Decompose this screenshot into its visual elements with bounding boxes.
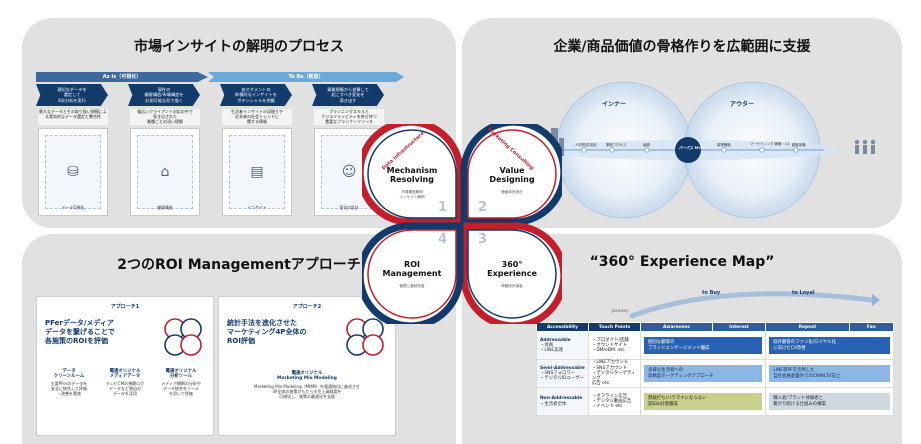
step-number-4: 4 <box>438 232 448 247</box>
col-awareness: Awareness <box>640 322 713 332</box>
process-card-label: データ可視化 <box>61 205 85 211</box>
leaf-2 <box>460 118 568 226</box>
quadrant-title: 市場インサイトの解明のプロセス <box>134 39 344 55</box>
store-icon: ⌂ <box>160 164 170 180</box>
process-step-2: 現在の 顧客構造/市場構造を 計測可能な形で描く <box>128 84 200 106</box>
process-step-1: 適切なデータを 選定して 8次分析を実行 <box>36 84 108 106</box>
clover-shape <box>356 118 568 330</box>
leaf-4 <box>356 222 464 330</box>
journey-label: Journey <box>611 308 629 314</box>
process-step-4: 事業規模から逆算して 起こすべき変化を 導き出す <box>312 84 384 106</box>
people-icon <box>854 139 876 154</box>
approach-1-col-1: データ クリーンルーム 主要PFerのデータを 安全に統合して評価 ・改善を実施 <box>50 369 88 396</box>
table-row: Addressable・会員 ・LINE友達 ・プロダクト/店舗 ・オウンドサイ… <box>536 331 894 360</box>
purpose-node <box>675 137 701 163</box>
quadrant-title: “360° Experience Map” <box>589 254 775 270</box>
approach-1-panel: アプローチ1 PFerデータ/メディア データを繋げることで 各施策のROIを評… <box>36 296 214 436</box>
process-desc-1: 膨大なデータとその取り扱い規模による実効的なデータ選定と整合性 <box>38 109 108 125</box>
cell-bar: 個別な顧客の ブランドエンゲージメント醸成 <box>644 337 763 354</box>
center-clover: Mechanism Resolving 市場構造解明 インサイト解明 1 Val… <box>356 118 568 330</box>
inner-outer-diagram: インナー アウター 人材育成/採用 業務プロセス 組織 パーパス MVV 事業戦… <box>538 81 876 219</box>
approach-2-detail: 電通オリジナル Marketing Mix Modeling Marketing… <box>254 371 360 399</box>
process-card-1: ⛁ データ可視化 <box>38 128 108 216</box>
cell-bar: 購入者/ブランド体験者と 繋がり続ける仕組みの構築 <box>769 393 890 410</box>
approach-1-headline: PFerデータ/メディア データを繋げることで 各施策のROIを評価 <box>45 319 115 345</box>
cell-bar: 既存顧客のファン化/ロイヤル化 に向けたCX改善 <box>769 337 890 354</box>
table-row: Semi-Addressable・SNSフォロワー ・デジタルIDユーザー ・L… <box>536 359 894 388</box>
process-card-3: ▤ インサイト <box>222 128 292 216</box>
mechanism-resolving-title: Mechanism Resolving <box>386 166 438 184</box>
process-desc-3: 生活者インサイトの深掘りや 近未来の社会トレンドに 関する情報 <box>222 109 292 125</box>
journey-curve <box>629 291 875 319</box>
asis-header: As Is（可視化） <box>36 72 208 82</box>
col-fan: Fan <box>848 322 895 332</box>
outer-node-3: 顧客体験 <box>792 142 806 147</box>
quadrant-title: 企業/商品価値の骨格作りを広範囲に支援 <box>553 39 811 55</box>
col-interest: Interest <box>711 322 767 332</box>
quadrant-title: 2つのROI Managementアプローチ <box>117 257 361 273</box>
mechanism-resolving-sub: 市場構造解明 インサイト解明 <box>399 190 425 199</box>
quadrant-value-framework: 企業/商品価値の骨格作りを広範囲に支援 インナー ア <box>462 18 902 228</box>
mini-clover-icon <box>164 318 202 356</box>
roi-management-sub: 管理と継続改善 <box>399 284 425 288</box>
journey-arrow-icon <box>872 294 880 306</box>
cell-bar: LINE等PFを活用した 自社会員基盤外でのCRM/LTV向上 <box>769 365 890 382</box>
step-number-3: 3 <box>478 232 488 247</box>
leaf-1 <box>356 118 464 226</box>
process-card-2: ⌂ 顧客構造 <box>130 128 200 216</box>
process-card-label: 変化の設計 <box>339 205 359 211</box>
outer-label: アウター <box>730 100 754 108</box>
col-touch-points: Touch Points <box>588 322 641 332</box>
table-row: Non-Addressable・生活者全体 ・オフライン広告 ・デジタル動画広告… <box>536 387 894 416</box>
approach-2-label: アプローチ2 <box>292 304 322 310</box>
mini-clover-icon <box>346 318 384 356</box>
process-card-label: 顧客構造 <box>157 205 173 211</box>
value-designing-sub: 価値体系設計 <box>501 190 523 194</box>
step-number-1: 1 <box>438 200 448 215</box>
inner-label: インナー <box>602 101 626 108</box>
outer-node-1: 事業戦略 <box>717 142 731 147</box>
database-icon: ⛁ <box>67 164 79 180</box>
people-icon: ☺ <box>341 164 357 180</box>
to-loyal-label: to Loyal <box>792 290 815 296</box>
value-designing-title: Value Designing <box>489 166 535 184</box>
process-step-3: 各セグメントの 粋模的なインサイトを ポテンシャルを把握 <box>220 84 292 106</box>
inner-node-2: 業務プロセス <box>606 142 627 147</box>
experience-title: 360° Experience <box>487 260 537 278</box>
approach-2-panel: アプローチ2 統計手法を進化させた マーケティング4P全体の ROI評価 電通オ… <box>218 296 396 436</box>
purpose-node-label: パーパス MVV <box>679 145 704 150</box>
process-card-label: インサイト <box>247 205 267 211</box>
journey-diagram: Journey to Buy to Loyal <box>611 290 880 319</box>
inner-node-1: 人材育成/採用 <box>575 142 597 147</box>
col-repeat: Repeat <box>765 322 850 332</box>
outer-node-2: マーケティング 戦略・CX <box>750 141 790 146</box>
experience-map-table: Accessibility Touch Points Awareness Int… <box>536 322 895 416</box>
approach-1-col-3: 電通オリジナル 分析ツール メディア横断の分析や データ統合をツール を用いて評… <box>161 369 201 396</box>
step-number-2: 2 <box>478 200 488 215</box>
approach-1-col-2: 電通オリジナル メディアデータ テレビCMの視聴ログ データなど独自の データを… <box>105 369 145 396</box>
approach-2-headline: 統計手法を進化させた マーケティング4P全体の ROI評価 <box>227 319 307 345</box>
chart-icon: ▤ <box>250 164 264 180</box>
cell-bar: 多様な生活者への 高精度ターゲティングアプローチ <box>644 365 763 382</box>
inner-node-3: 組織 <box>643 142 650 147</box>
process-desc-2: 幅広いクライアント対応の中で 導き出された 業種ごとの深い理解 <box>130 109 200 125</box>
cell-bar: 無駄打ち/バラマキにならない 認知&好意醸成 <box>644 393 763 410</box>
process-desc-4: プランニングスキルと クリエイティビティを併せ持つ 豊富なプランナーリソース <box>314 109 384 125</box>
tobe-header: To Be（創造） <box>208 72 404 82</box>
quadrant-market-insight: 市場インサイトの解明のプロセス As Is（可視化） To Be（創造） 適切な… <box>22 18 456 228</box>
roi-management-title: ROI Management <box>382 260 442 278</box>
to-buy-label: to Buy <box>702 290 721 296</box>
leaf-3 <box>460 222 568 330</box>
approach-1-label: アプローチ1 <box>110 304 140 310</box>
experience-sub: 体験設計実装 <box>501 284 523 288</box>
